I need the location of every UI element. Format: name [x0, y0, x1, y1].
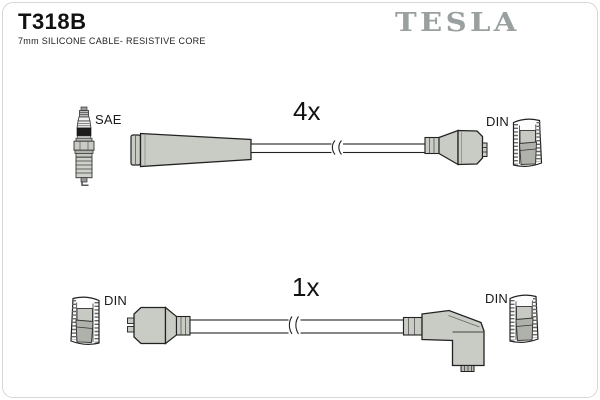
din-terminal-icon	[511, 117, 544, 169]
spark-plug-icon	[73, 106, 95, 186]
din-terminal-icon	[69, 295, 101, 347]
din-terminal-icon	[508, 293, 540, 345]
cable-bottom	[189, 316, 405, 336]
sae-terminal-label: SAE	[95, 112, 122, 127]
straight-boot-icon	[130, 132, 252, 168]
part-number: T318B	[18, 9, 87, 34]
quantity-label-top: 4x	[293, 96, 321, 126]
distributor-boot-icon	[424, 129, 488, 166]
brand-logo: TESLA	[395, 8, 520, 38]
din-terminal-label-top: DIN	[486, 114, 509, 129]
elbow-boot-icon	[402, 309, 485, 372]
product-subtitle: 7mm SILICONE CABLE- RESISTIVE CORE	[18, 36, 206, 46]
cable-break-icon	[288, 316, 301, 336]
din-terminal-label-bottom-left: DIN	[104, 293, 127, 308]
quantity-label-bottom: 1x	[292, 272, 320, 302]
din-terminal-label-bottom-right: DIN	[485, 291, 508, 306]
cable-break-icon	[331, 140, 343, 156]
distributor-boot-icon	[127, 306, 191, 345]
cable-top	[250, 140, 426, 156]
